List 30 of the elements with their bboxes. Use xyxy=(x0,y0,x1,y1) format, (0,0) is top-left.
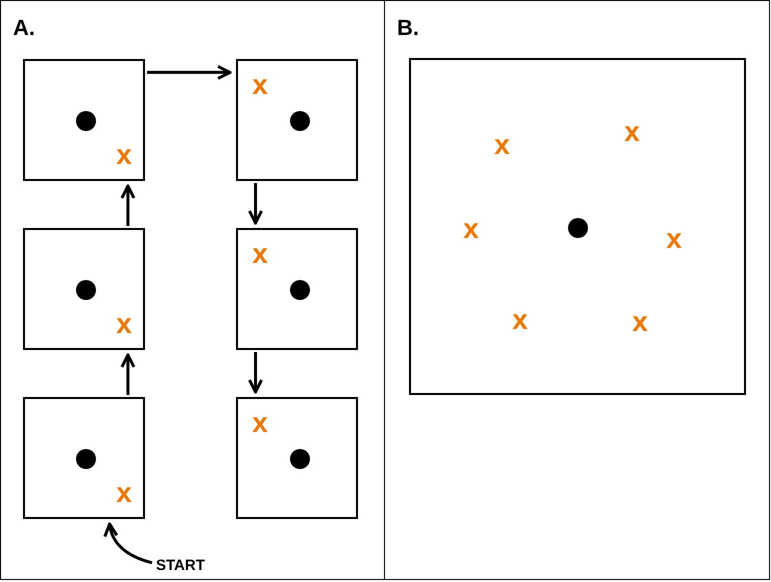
square-box xyxy=(236,59,358,181)
cross-mark: x xyxy=(252,240,268,268)
square-box xyxy=(23,59,145,181)
square-box xyxy=(236,397,358,519)
cross-mark: x xyxy=(666,225,682,254)
cross-mark: x xyxy=(512,306,528,334)
arrow xyxy=(104,522,152,564)
arrow xyxy=(147,64,232,80)
cross-mark: x xyxy=(116,310,132,338)
cross-mark: x xyxy=(632,308,648,336)
panel-title: A. xyxy=(13,17,35,39)
square-box xyxy=(236,228,358,350)
square-box xyxy=(23,228,145,350)
cross-mark: x xyxy=(252,71,268,100)
panel-frame xyxy=(0,0,385,580)
arrow xyxy=(248,183,264,224)
cross-mark: x xyxy=(252,409,268,438)
arrow xyxy=(120,354,136,395)
square-box xyxy=(23,397,145,519)
cross-mark: x xyxy=(116,479,132,508)
arrow xyxy=(120,184,136,226)
start-label: START xyxy=(156,558,205,573)
square-box xyxy=(409,58,746,395)
cross-mark: x xyxy=(494,131,510,160)
panel-title: B. xyxy=(397,17,419,39)
cross-mark: x xyxy=(463,215,479,244)
cross-mark: x xyxy=(624,118,640,146)
arrow xyxy=(248,352,264,394)
cross-mark: x xyxy=(116,141,132,170)
panel-frame xyxy=(384,0,770,580)
